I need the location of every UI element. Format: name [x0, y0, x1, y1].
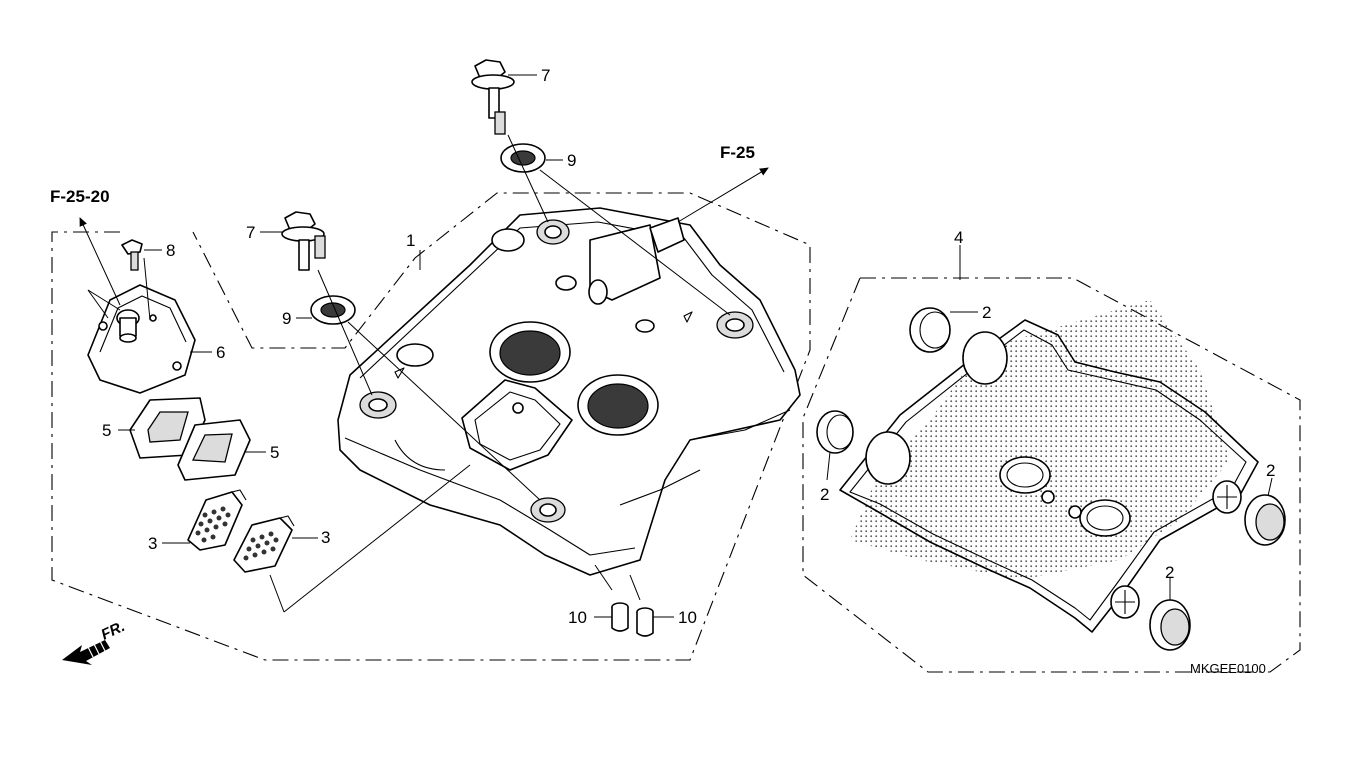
- bolt-small: [121, 239, 143, 271]
- callout-9: 9: [567, 151, 576, 170]
- front-direction-arrow-icon: [62, 640, 110, 665]
- seal-4: [1149, 599, 1191, 651]
- diagram-code: MKGEE0100: [1190, 661, 1266, 676]
- leader-lines: [87, 74, 1273, 618]
- ref-arrow-f25: [677, 167, 769, 223]
- left-group-outline: [51, 192, 811, 661]
- reed-gasket-2: [177, 419, 251, 481]
- callout-6: 6: [216, 343, 225, 362]
- ref-arrow-f2520: [79, 217, 121, 306]
- reed-gasket-1: [129, 397, 206, 459]
- seal-3: [1244, 494, 1286, 546]
- callout-2: 2: [982, 303, 991, 322]
- callout-2: 2: [820, 485, 829, 504]
- callout-8: 8: [166, 241, 175, 260]
- dowel-pin-2: [636, 607, 654, 637]
- seal-1: [909, 307, 951, 353]
- callout-9: 9: [282, 309, 291, 328]
- ref-f2520: F-25-20: [50, 187, 110, 206]
- washer-left: [310, 295, 356, 325]
- dowel-pin-1: [611, 602, 629, 632]
- cylinder-head-cover: [337, 207, 801, 576]
- head-cover-gasket: [839, 300, 1259, 633]
- ref-f25: F-25: [720, 143, 755, 162]
- callout-10: 10: [568, 608, 587, 627]
- reed-valve-cover: [87, 284, 196, 394]
- callout-3: 3: [321, 528, 330, 547]
- callout-3: 3: [148, 534, 157, 553]
- callout-5: 5: [102, 421, 111, 440]
- bolt-top: [471, 59, 515, 135]
- callout-10: 10: [678, 608, 697, 627]
- callout-5: 5: [270, 443, 279, 462]
- gasket-group-outline: [802, 277, 1301, 673]
- callout-2: 2: [1165, 563, 1174, 582]
- callout-7: 7: [246, 223, 255, 242]
- callout-2: 2: [1266, 461, 1275, 480]
- callout-4: 4: [954, 228, 963, 247]
- reed-plate-1: [187, 489, 247, 551]
- callout-7: 7: [541, 66, 550, 85]
- callout-1: 1: [406, 231, 415, 250]
- reed-plate-2: [233, 515, 295, 573]
- seal-2: [816, 410, 854, 454]
- bolt-left: [281, 211, 326, 271]
- front-direction-label: FR.: [99, 618, 128, 644]
